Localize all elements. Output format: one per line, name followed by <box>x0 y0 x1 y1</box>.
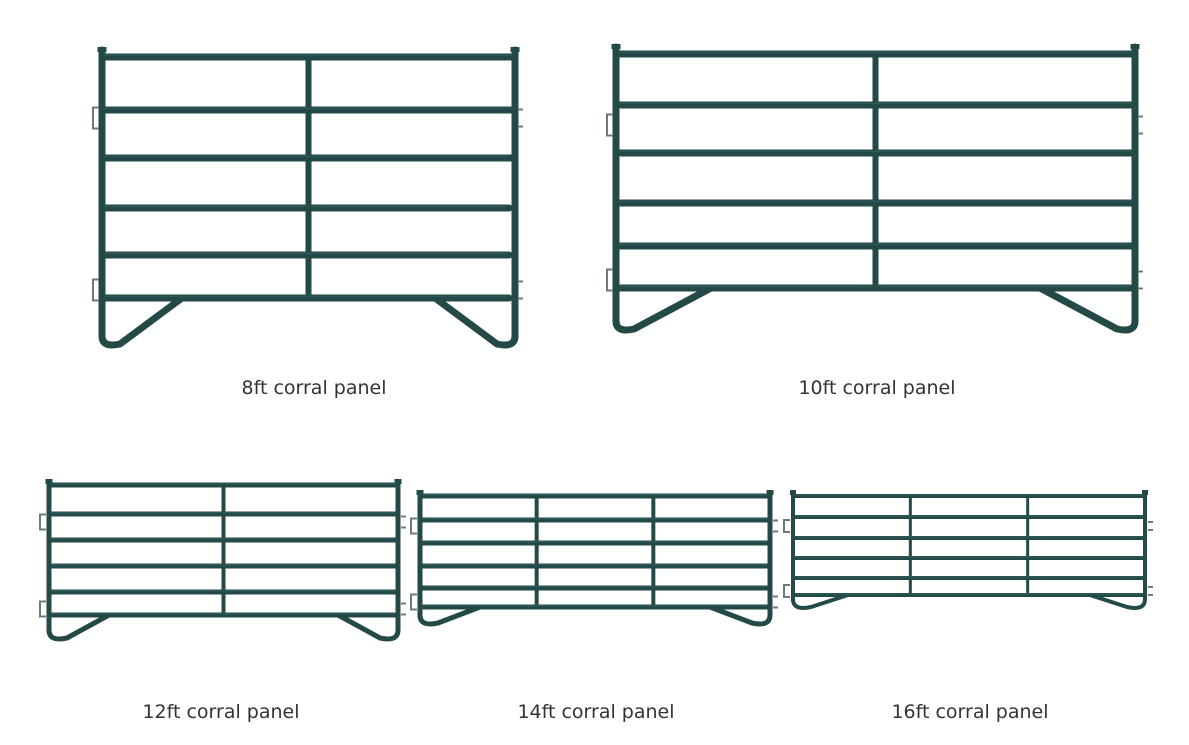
post-cap <box>97 47 107 52</box>
panel-image-8ft <box>92 46 523 349</box>
latch-pin <box>1138 270 1143 290</box>
panel-caption-12ft: 12ft corral panel <box>142 701 300 723</box>
latch-bracket <box>39 513 46 531</box>
post-cap <box>1130 44 1140 49</box>
left-post-tube <box>98 46 186 349</box>
left-post-tube <box>612 43 715 334</box>
latch-pin <box>773 519 778 533</box>
latch-bracket <box>410 593 417 611</box>
right-post-tube <box>1088 491 1147 610</box>
latch-bracket <box>39 600 46 618</box>
latch-pin <box>1138 115 1143 135</box>
latch-pin <box>518 108 523 128</box>
post-cap <box>1142 490 1148 495</box>
left-post-tube <box>46 479 112 642</box>
latch-bracket <box>606 113 613 137</box>
latch-bracket <box>783 584 790 598</box>
panel-caption-8ft: 8ft corral panel <box>241 377 387 399</box>
panel-caption-10ft: 10ft corral panel <box>798 377 956 399</box>
post-cap <box>766 490 774 495</box>
latch-pin <box>773 595 778 609</box>
latch-pin <box>518 280 523 300</box>
latch-pin <box>401 515 406 529</box>
left-post-tube <box>417 490 483 627</box>
right-post-tube <box>1036 43 1139 334</box>
latch-pin <box>1148 586 1153 596</box>
latch-bracket <box>606 268 613 292</box>
right-post-tube <box>431 46 519 349</box>
post-cap <box>416 490 424 495</box>
panel-image-14ft <box>410 490 778 627</box>
latch-pin <box>1148 521 1153 531</box>
latch-pin <box>401 602 406 616</box>
right-post-tube <box>335 479 401 642</box>
right-post-tube <box>707 490 773 627</box>
panel-image-10ft <box>606 43 1143 334</box>
post-cap <box>394 479 402 484</box>
panel-caption-16ft: 16ft corral panel <box>891 701 1049 723</box>
latch-bracket <box>92 278 99 302</box>
panel-caption-14ft: 14ft corral panel <box>517 701 675 723</box>
latch-bracket <box>92 106 99 130</box>
post-cap <box>611 44 621 49</box>
latch-bracket <box>783 519 790 533</box>
post-cap <box>510 47 520 52</box>
panel-image-16ft <box>783 490 1153 610</box>
panel-image-12ft <box>39 479 406 642</box>
post-cap <box>790 490 796 495</box>
left-post-tube <box>791 491 850 610</box>
post-cap <box>45 479 53 484</box>
latch-bracket <box>410 517 417 535</box>
